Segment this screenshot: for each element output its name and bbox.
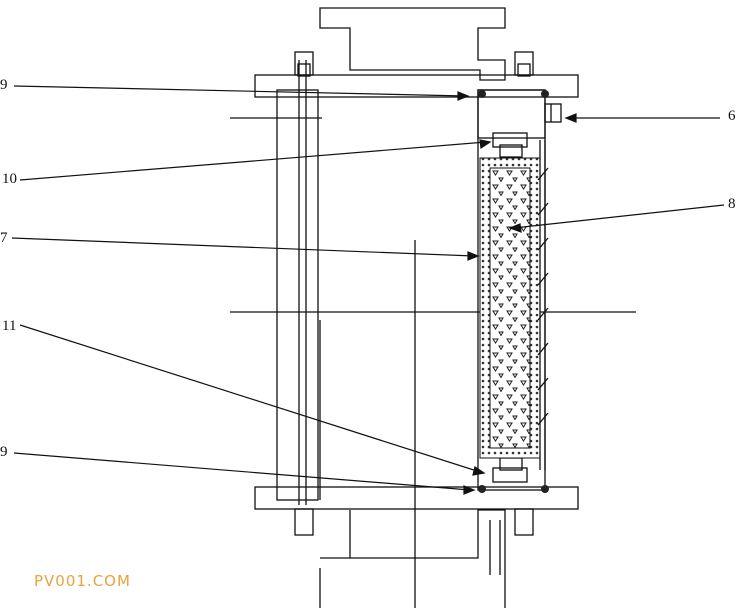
seal-top-right <box>541 90 549 98</box>
label-11: 11 <box>2 318 17 334</box>
bottom-flange <box>254 486 579 510</box>
leader-10 <box>19 141 487 181</box>
left-tube <box>276 89 319 501</box>
watermark-text: PV001.COM <box>34 572 131 590</box>
label-6: 6 <box>728 108 736 124</box>
label-8: 8 <box>728 196 736 212</box>
seal-top-left <box>478 90 486 98</box>
top-bracket <box>319 7 506 81</box>
label-9-top: 9 <box>0 77 8 93</box>
top-flange <box>254 74 579 98</box>
leader-7 <box>11 237 475 257</box>
label-10: 10 <box>2 171 17 187</box>
side-port <box>544 103 562 123</box>
label-7: 7 <box>0 230 8 246</box>
label-9-bottom: 9 <box>0 444 8 460</box>
leader-8 <box>513 204 725 229</box>
bottom-bracket <box>319 509 506 608</box>
seal-bottom-left <box>478 485 486 493</box>
packing-core <box>489 167 531 449</box>
leader-11 <box>19 324 481 473</box>
leader-9-bottom <box>13 452 471 491</box>
leader-9-top <box>13 85 467 97</box>
seal-bottom-right <box>541 485 549 493</box>
